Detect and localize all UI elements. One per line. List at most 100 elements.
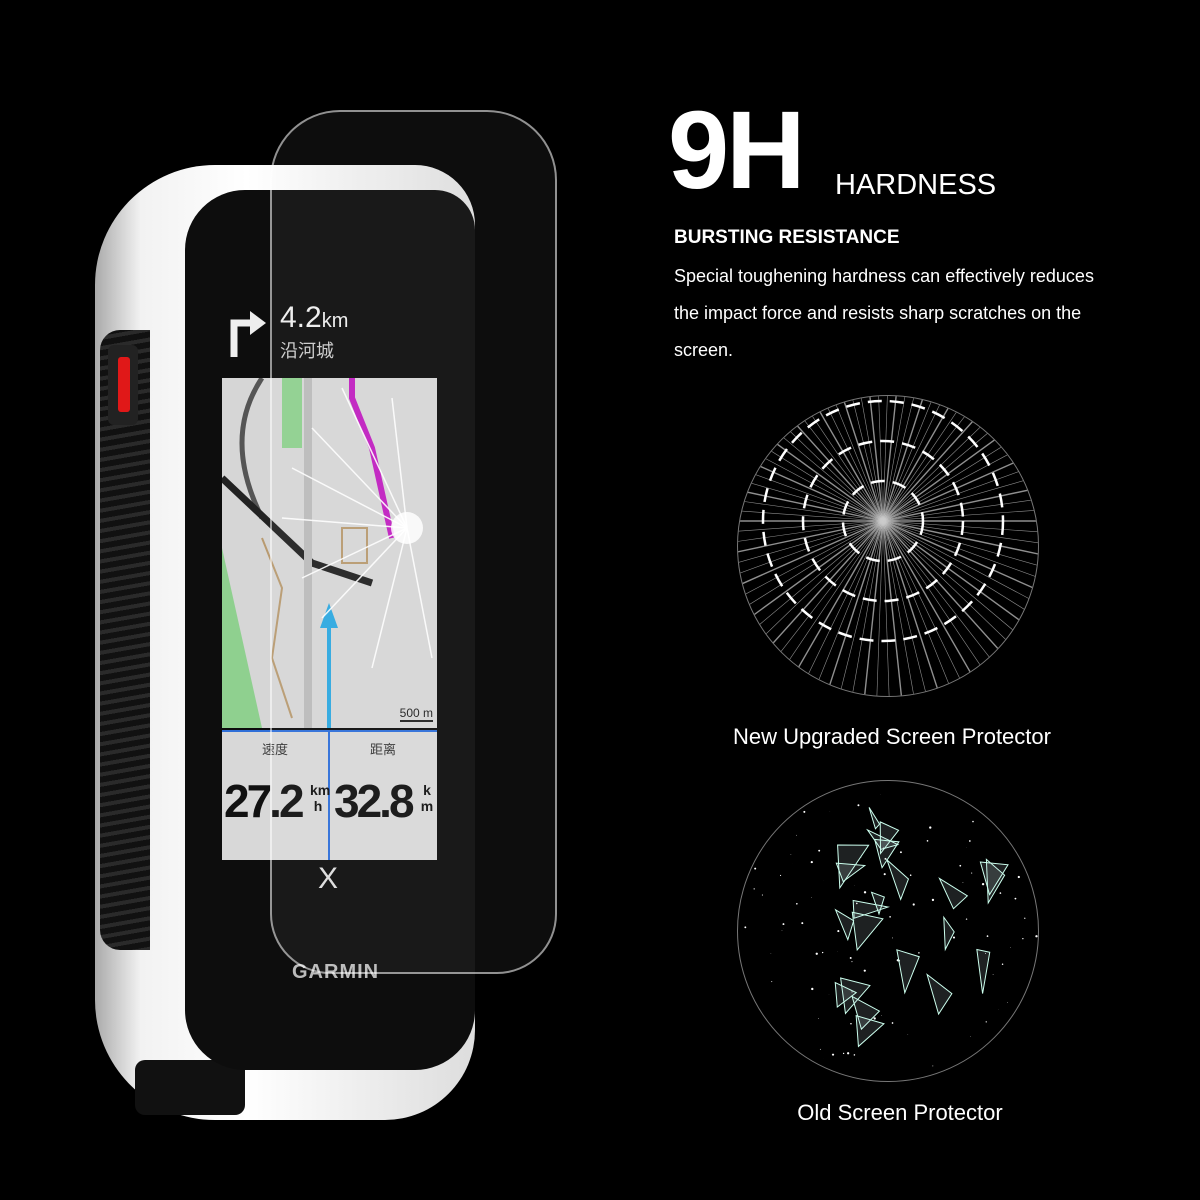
power-button [108, 345, 138, 425]
device-bottom-port [135, 1060, 245, 1115]
headline-hardness: HARDNESS [835, 168, 996, 202]
subheading: BURSTING RESISTANCE [674, 227, 900, 249]
glass-speck [864, 891, 866, 893]
glass-speck [1024, 918, 1025, 919]
glass-speck [892, 937, 893, 938]
glass-speck [754, 888, 755, 889]
crack-line [738, 396, 883, 521]
glass-speck [793, 1065, 795, 1067]
glass-shard [887, 860, 908, 899]
glass-speck [822, 952, 823, 953]
glass-speck [982, 883, 984, 885]
glass-speck [744, 994, 745, 995]
glass-shard [977, 949, 990, 993]
glass-speck [743, 836, 744, 837]
glass-speck [908, 1034, 909, 1035]
glass-shard [852, 912, 883, 950]
glass-speck [965, 797, 967, 799]
old-protector-caption: Old Screen Protector [700, 1100, 1100, 1126]
glass-speck [850, 1023, 851, 1024]
glass-speck [963, 882, 964, 883]
glass-speck [851, 961, 852, 962]
crack-line [748, 521, 883, 694]
headline-9h: 9H [668, 95, 803, 207]
glass-speck [881, 1015, 882, 1016]
glass-speck [981, 797, 983, 799]
crack-line [738, 521, 883, 674]
crack-line [738, 396, 883, 521]
glass-speck [771, 981, 772, 982]
glass-speck [927, 840, 929, 842]
glass-speck [986, 1052, 987, 1053]
glass-speck [820, 1049, 821, 1050]
glass-speck [910, 874, 912, 876]
glass-speck [811, 988, 813, 990]
glass-speck [970, 1036, 971, 1037]
glass-speck [892, 1022, 894, 1024]
glass-shard [939, 878, 967, 908]
new-protector-image [737, 395, 1039, 697]
crack-line [773, 521, 883, 696]
glass-speck [803, 811, 805, 813]
glass-speck [1007, 1002, 1008, 1003]
glass-speck [783, 923, 785, 925]
description: Special toughening hardness can effectiv… [674, 258, 1094, 369]
glass-speck [843, 1053, 844, 1054]
glass-speck [837, 930, 839, 932]
crack-line [883, 521, 1030, 684]
crack-line [738, 521, 883, 684]
glass-speck [792, 789, 793, 790]
glass-speck [791, 854, 792, 855]
crack-line [883, 521, 965, 696]
glass-speck [1022, 938, 1023, 939]
glass-speck [1030, 817, 1032, 819]
glass-speck [850, 957, 852, 959]
glass-speck [993, 974, 994, 975]
glass-speck [1001, 783, 1002, 784]
glass-speck [801, 922, 803, 924]
crack-line [883, 521, 993, 696]
glass-speck [847, 1052, 849, 1054]
crack-line [738, 521, 883, 650]
glass-speck [754, 868, 756, 870]
glass-speck [1035, 935, 1037, 937]
glass-speck [889, 916, 891, 918]
glass-speck [744, 926, 746, 928]
glass-speck [913, 903, 915, 905]
glass-speck [971, 873, 972, 874]
glass-speck [884, 873, 886, 875]
glass-speck [799, 1060, 801, 1062]
crack-line [883, 521, 1018, 694]
glass-speck [1027, 840, 1028, 841]
glass-speck [816, 953, 818, 955]
crack-line [738, 396, 883, 521]
turn-right-arrow-icon [228, 305, 268, 357]
glass-shard [927, 974, 952, 1014]
glass-speck [854, 1054, 856, 1056]
glass-shard [944, 917, 954, 949]
crack-line [860, 521, 883, 696]
glass-speck [1019, 836, 1020, 837]
glass-speck [969, 840, 971, 842]
glass-speck [929, 826, 931, 828]
glass-speck [959, 865, 961, 867]
new-protector-caption: New Upgraded Screen Protector [692, 724, 1092, 750]
glass-shard [856, 1016, 884, 1047]
glass-speck [1010, 947, 1011, 948]
crack-line [801, 521, 883, 696]
glass-speck [932, 899, 934, 901]
glass-speck [1018, 876, 1020, 878]
glass-speck [818, 850, 820, 852]
glass-speck [982, 1080, 983, 1081]
crack-line [883, 521, 906, 696]
glass-speck [796, 903, 798, 905]
glass-speck [962, 782, 964, 784]
glass-speck [818, 1018, 819, 1019]
glass-speck [932, 1065, 933, 1066]
crack-line [883, 521, 1038, 624]
glass-speck [966, 918, 967, 919]
glass-speck [811, 897, 812, 898]
crack-line [883, 521, 921, 696]
old-protector-image [737, 780, 1039, 1082]
glass-shard [869, 807, 879, 828]
